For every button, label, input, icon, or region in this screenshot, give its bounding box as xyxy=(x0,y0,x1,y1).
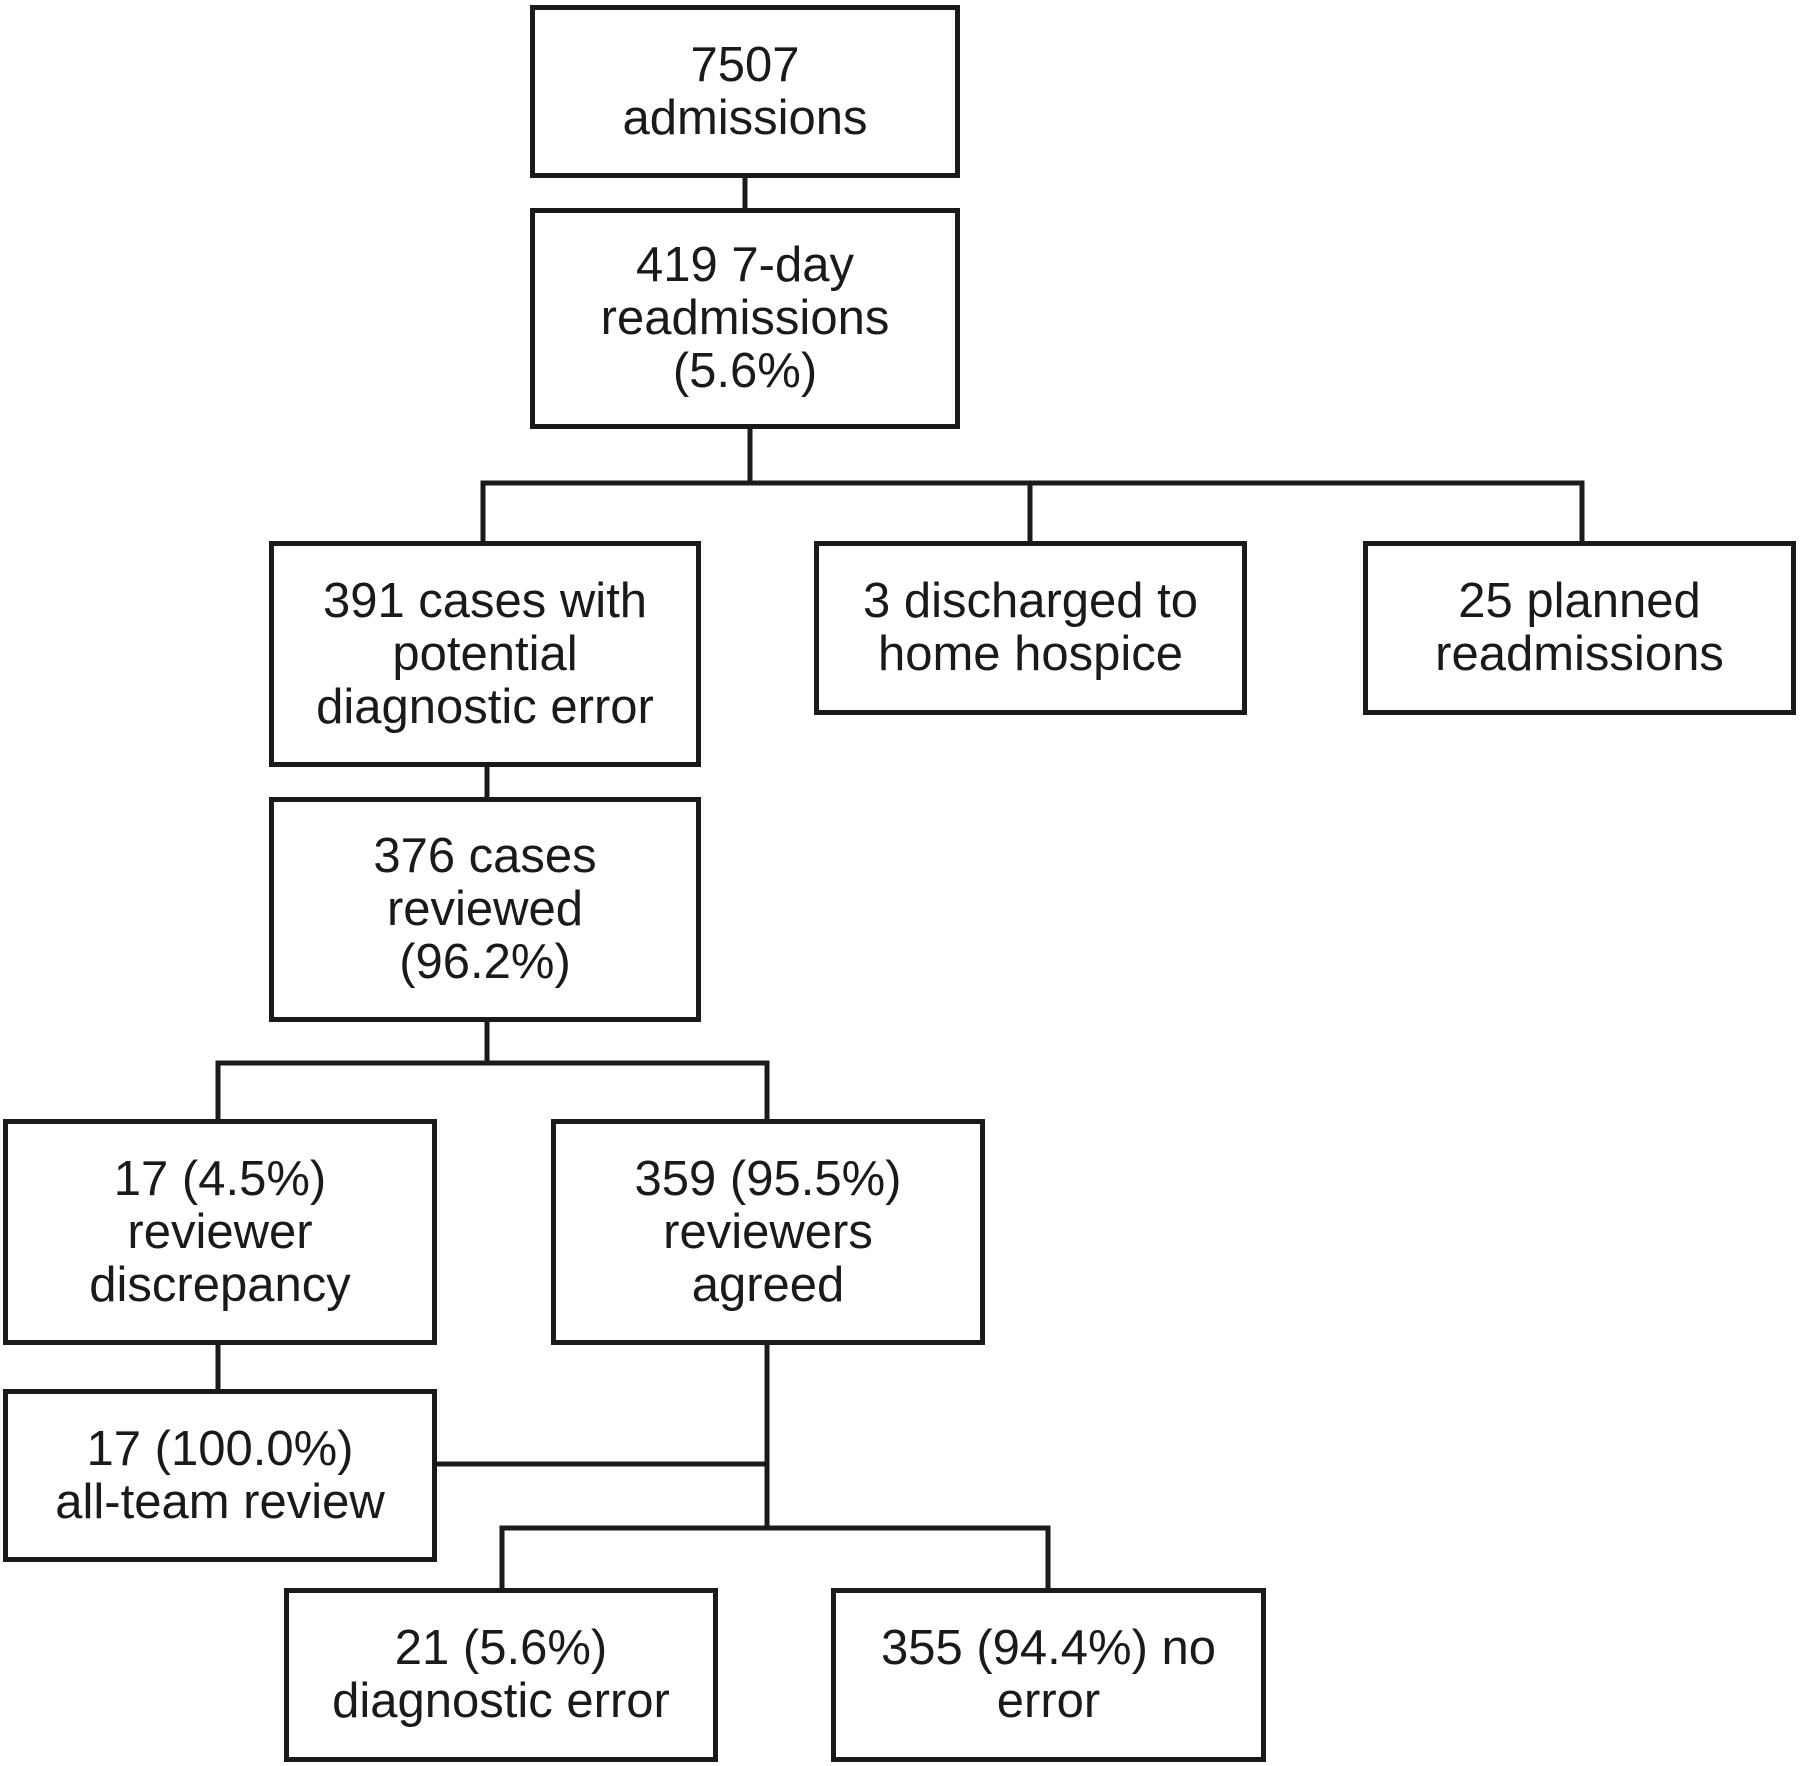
box-line: (5.6%) xyxy=(672,344,818,398)
discrepancy-box: 17 (4.5%) reviewer discrepancy xyxy=(3,1119,437,1345)
admissions-text: 7507 admissions xyxy=(622,37,868,145)
admissions-box: 7507 admissions xyxy=(530,5,960,178)
box-line: 359 (95.5%) xyxy=(634,1151,902,1206)
box-line: reviewed xyxy=(386,882,584,936)
box-line: readmissions xyxy=(600,291,890,345)
agreed-text: 359 (95.5%) reviewers agreed xyxy=(634,1151,902,1312)
box-line: 7507 xyxy=(690,37,800,92)
potential-error-text: 391 cases with potential diagnostic erro… xyxy=(316,573,654,734)
no-error-box: 355 (94.4%) no error xyxy=(831,1588,1266,1762)
box-line: home hospice xyxy=(877,627,1184,681)
box-line: all-team review xyxy=(55,1474,385,1529)
box-line: 21 (5.6%) xyxy=(394,1621,608,1675)
reviewed-box: 376 cases reviewed (96.2%) xyxy=(269,797,701,1022)
no-error-text: 355 (94.4%) no error xyxy=(881,1622,1216,1728)
diagnostic-error-box: 21 (5.6%) diagnostic error xyxy=(284,1588,718,1762)
box-line: 391 cases with xyxy=(322,573,648,628)
box-line: 3 discharged to xyxy=(862,574,1199,628)
box-line: diagnostic error xyxy=(332,1674,670,1728)
reviewed-text: 376 cases reviewed (96.2%) xyxy=(373,830,596,989)
box-line: admissions xyxy=(622,90,868,145)
readmissions-box: 419 7-day readmissions (5.6%) xyxy=(530,208,960,429)
box-line: 25 planned xyxy=(1458,574,1701,628)
box-line: reviewer xyxy=(127,1204,313,1259)
hospice-text: 3 discharged to home hospice xyxy=(863,575,1198,681)
box-line: diagnostic error xyxy=(316,679,654,734)
box-line: discrepancy xyxy=(89,1257,351,1312)
potential-error-box: 391 cases with potential diagnostic erro… xyxy=(269,541,701,767)
all-team-box: 17 (100.0%) all-team review xyxy=(3,1389,437,1562)
hospice-box: 3 discharged to home hospice xyxy=(814,541,1247,715)
planned-box: 25 planned readmissions xyxy=(1363,541,1796,715)
agreed-box: 359 (95.5%) reviewers agreed xyxy=(551,1119,985,1345)
box-line: potential xyxy=(392,626,578,681)
box-line: agreed xyxy=(691,1257,845,1312)
box-line: 419 7-day xyxy=(636,238,854,292)
box-line: 17 (100.0%) xyxy=(86,1421,354,1476)
planned-text: 25 planned readmissions xyxy=(1435,575,1724,681)
readmissions-text: 419 7-day readmissions (5.6%) xyxy=(601,239,890,398)
discrepancy-text: 17 (4.5%) reviewer discrepancy xyxy=(89,1151,351,1312)
diagnostic-error-text: 21 (5.6%) diagnostic error xyxy=(332,1622,670,1728)
box-line: 17 (4.5%) xyxy=(113,1151,327,1206)
box-line: 355 (94.4%) no xyxy=(880,1621,1217,1675)
box-line: readmissions xyxy=(1435,627,1724,681)
all-team-text: 17 (100.0%) all-team review xyxy=(55,1421,385,1529)
box-line: 376 cases xyxy=(373,829,597,883)
box-line: error xyxy=(996,1674,1101,1728)
box-line: reviewers xyxy=(663,1204,873,1259)
box-line: (96.2%) xyxy=(399,935,571,989)
